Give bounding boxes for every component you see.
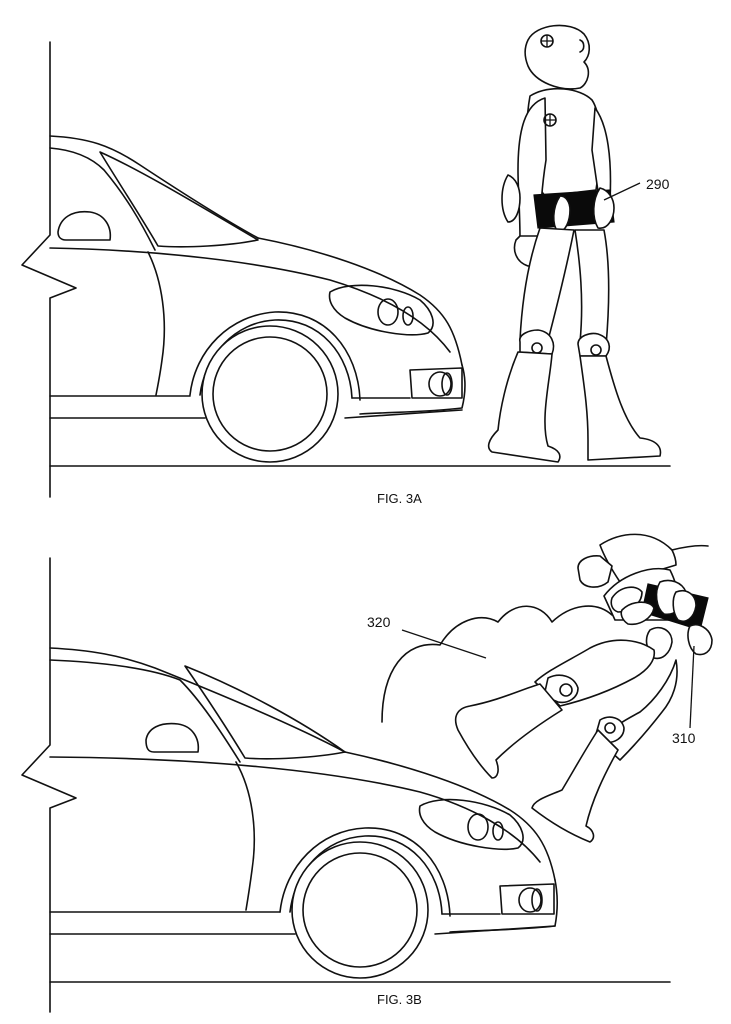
- wall-line-b: [21, 557, 77, 1013]
- headlight-b: [418, 798, 524, 851]
- impact-cloud: [381, 605, 613, 723]
- side-mirror-b: [145, 722, 200, 753]
- label-310: 310: [672, 730, 696, 746]
- wall-line: [21, 41, 77, 498]
- dummy-head: [524, 24, 591, 90]
- vehicle-b: [49, 647, 559, 979]
- figure-3b: 320 310 FIG. 3B: [21, 533, 713, 1013]
- label-290: 290: [646, 176, 670, 192]
- pedestrian-dummy: [487, 24, 662, 463]
- front-wheel: [201, 325, 339, 463]
- caption-fig-3b: FIG. 3B: [377, 992, 422, 1007]
- figure-3a: 290 FIG. 3A: [21, 24, 671, 506]
- fog-light-b: [499, 883, 555, 915]
- front-wheel-b: [291, 841, 429, 979]
- pedestrian-dummy-airborne: [454, 533, 713, 843]
- caption-fig-3a: FIG. 3A: [377, 491, 422, 506]
- vehicle: [49, 135, 466, 463]
- label-320: 320: [367, 614, 391, 630]
- side-mirror: [57, 210, 112, 241]
- fog-light: [409, 367, 463, 399]
- headlight: [328, 284, 434, 336]
